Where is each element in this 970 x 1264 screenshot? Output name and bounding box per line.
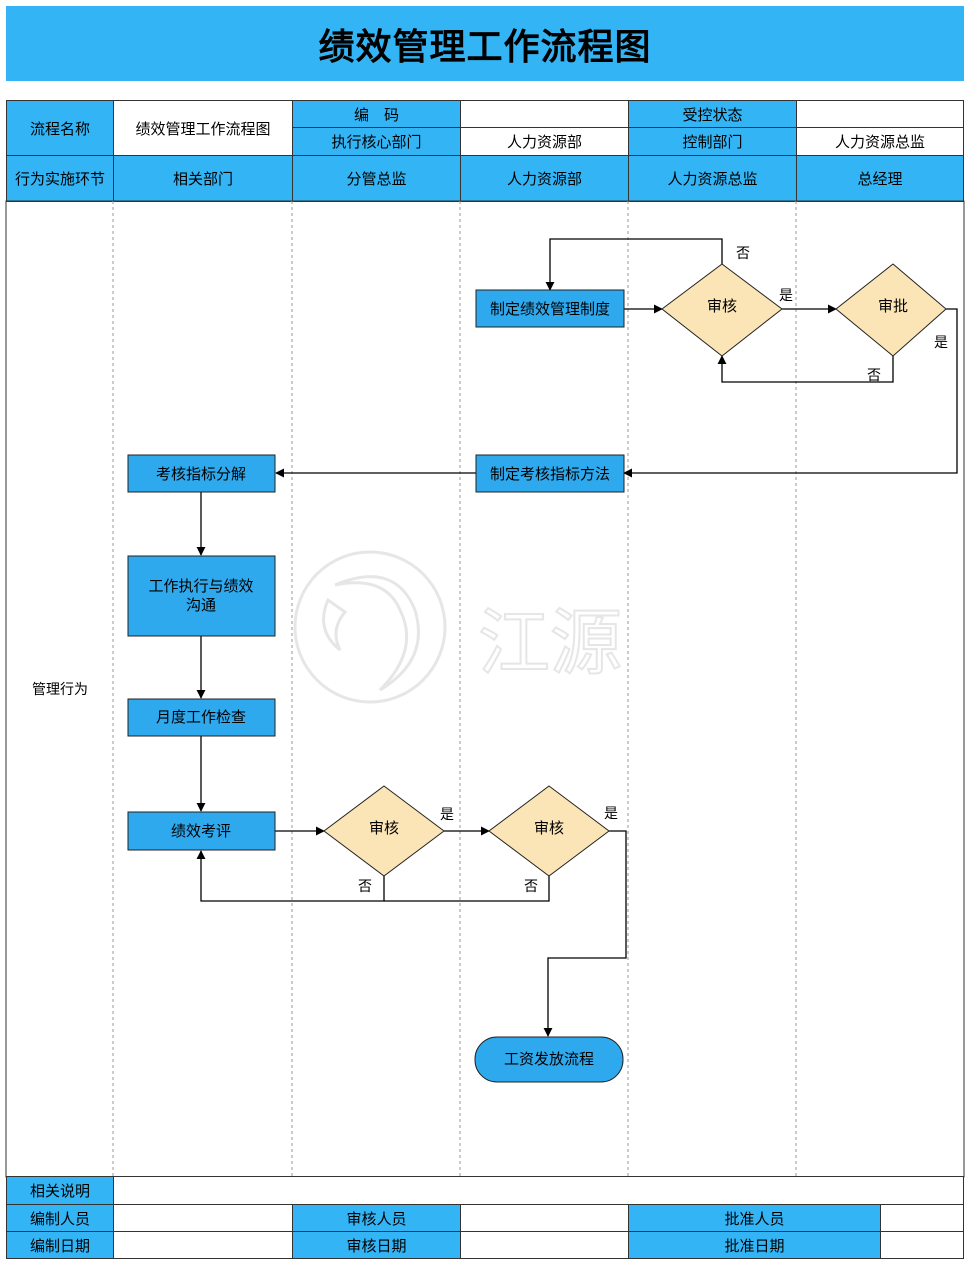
node-labels: 制定绩效管理制度 审核 审批 制定考核指标方法 考核指标分解 工作执行与绩效 沟… xyxy=(148,297,908,1068)
edge-review2-no xyxy=(196,850,385,902)
reviewer-date-value[interactable] xyxy=(460,1231,629,1259)
edge-approve-yes xyxy=(623,308,958,478)
label-review2-no: 否 xyxy=(358,879,372,895)
reviewer-date-label: 审核日期 xyxy=(292,1231,461,1259)
swimlane-frame xyxy=(5,200,965,1178)
label-review1-yes: 是 xyxy=(779,288,793,304)
label-review2-yes: 是 xyxy=(440,807,454,823)
column-header-stage: 行为实施环节 xyxy=(6,155,114,202)
edge-approve-no xyxy=(717,355,894,383)
label-review1-no: 否 xyxy=(736,246,750,262)
box-evaluate xyxy=(127,811,276,851)
watermark-text: 江源 xyxy=(478,601,622,685)
process-boxes xyxy=(127,289,625,1083)
label-review3-no: 否 xyxy=(524,879,538,895)
title-bar: 绩效管理工作流程图 xyxy=(6,6,964,81)
author-date-value[interactable] xyxy=(113,1231,293,1259)
page-title: 绩效管理工作流程图 xyxy=(318,26,652,68)
swimlane-dividers xyxy=(112,201,797,1177)
node-method-label: 制定考核指标方法 xyxy=(490,465,610,483)
reviewer-label: 审核人员 xyxy=(292,1204,461,1232)
node-review2-label: 审核 xyxy=(369,819,399,837)
notes-label: 相关说明 xyxy=(6,1176,114,1205)
control-status-value xyxy=(796,100,964,128)
node-approve-label: 审批 xyxy=(878,297,908,315)
node-evaluate-label: 绩效考评 xyxy=(171,822,231,840)
control-dept-label: 控制部门 xyxy=(628,127,797,156)
approver-label: 批准人员 xyxy=(628,1204,881,1232)
label-approve-yes: 是 xyxy=(934,335,948,351)
diamond-review1 xyxy=(661,263,783,357)
node-decompose-label: 考核指标分解 xyxy=(156,465,246,483)
exec-dept-label: 执行核心部门 xyxy=(292,127,461,156)
node-execute-label-line2: 沟通 xyxy=(186,596,216,614)
node-salary-label: 工资发放流程 xyxy=(504,1050,594,1068)
node-review1-label: 审核 xyxy=(707,297,737,315)
approver-date-label: 批准日期 xyxy=(628,1231,881,1259)
control-status-label: 受控状态 xyxy=(628,100,797,128)
box-monthly xyxy=(127,698,276,737)
box-method xyxy=(475,454,625,493)
node-policy-label: 制定绩效管理制度 xyxy=(490,300,610,318)
node-review3-label: 审核 xyxy=(534,819,564,837)
diamond-review2 xyxy=(323,785,445,877)
reviewer-value[interactable] xyxy=(460,1204,629,1232)
terminal-salary xyxy=(474,1036,624,1083)
column-header-hr-dept: 人力资源部 xyxy=(460,155,629,202)
author-label: 编制人员 xyxy=(6,1204,114,1232)
author-date-label: 编制日期 xyxy=(6,1231,114,1259)
decision-diamonds xyxy=(323,263,947,877)
diamond-approve xyxy=(835,263,947,357)
node-monthly-label: 月度工作检查 xyxy=(156,708,246,726)
column-header-director: 分管总监 xyxy=(292,155,461,202)
notes-value[interactable] xyxy=(113,1176,964,1205)
box-execute xyxy=(127,555,276,637)
edge-review3-yes xyxy=(543,830,627,1037)
approver-date-value[interactable] xyxy=(880,1231,964,1259)
edge-review1-no xyxy=(545,238,723,291)
node-execute-label-line1: 工作执行与绩效 xyxy=(148,577,253,595)
box-policy xyxy=(475,289,625,328)
watermark-logo: 江源 xyxy=(293,550,623,704)
label-approve-no: 否 xyxy=(867,368,881,384)
exec-dept-value: 人力资源部 xyxy=(460,127,629,156)
code-value xyxy=(460,100,629,128)
approver-value[interactable] xyxy=(880,1204,964,1232)
author-value[interactable] xyxy=(113,1204,293,1232)
edge-review3-no xyxy=(384,876,550,902)
column-header-gm: 总经理 xyxy=(796,155,964,202)
diamond-review3 xyxy=(488,785,610,877)
box-decompose xyxy=(127,454,276,493)
edge-labels: 否 是 否 是 是 否 是 否 xyxy=(358,246,948,895)
process-name-value: 绩效管理工作流程图 xyxy=(113,100,293,156)
label-review3-yes: 是 xyxy=(604,806,618,822)
row-label-management: 管理行为 xyxy=(32,682,88,698)
connectors xyxy=(196,238,958,1037)
